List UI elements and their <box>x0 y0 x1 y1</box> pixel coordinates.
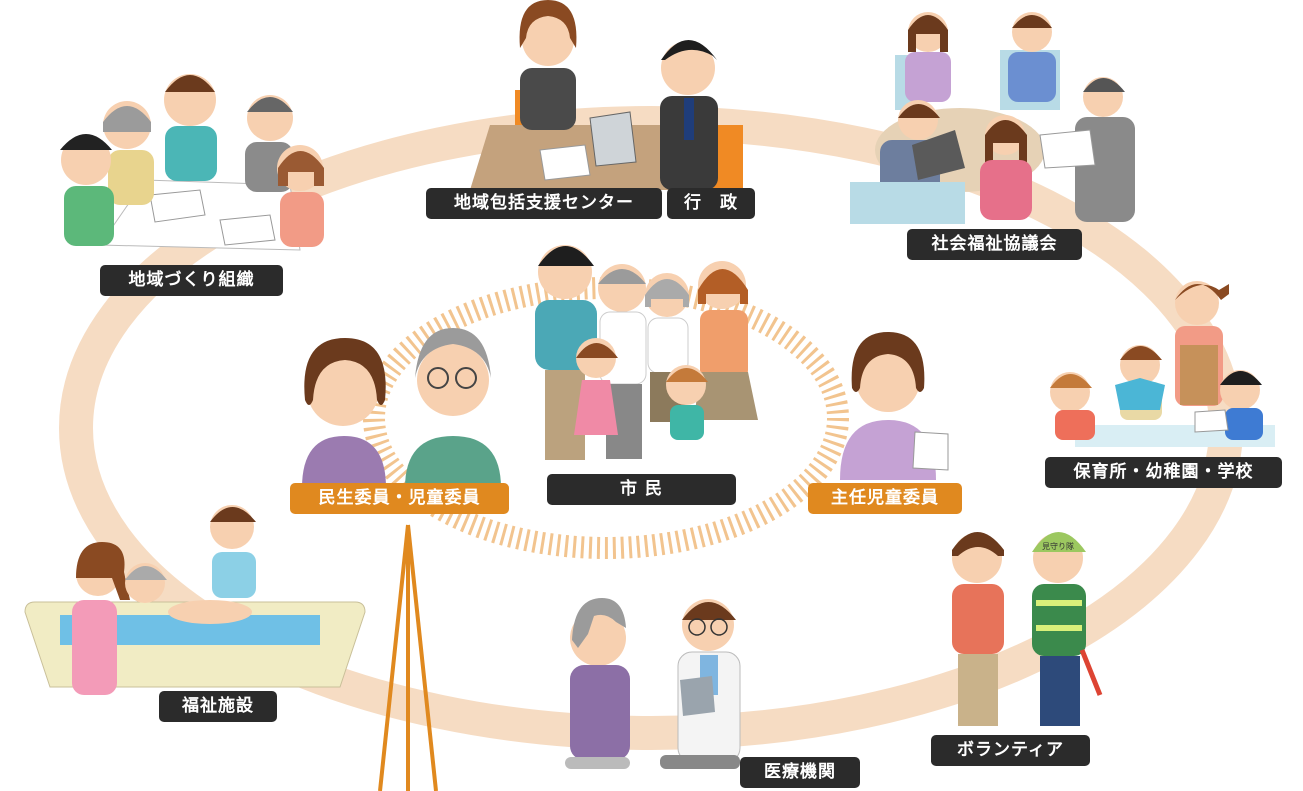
commissioners <box>302 328 501 488</box>
meeting-group <box>60 74 324 251</box>
label-center: 地域包括支援センター <box>426 188 662 219</box>
label-shimin: 市 民 <box>547 474 736 505</box>
label-minsei: 民生委員・児童委員 <box>290 483 509 514</box>
label-shakyo: 社会福祉協議会 <box>907 229 1082 260</box>
easel-legs <box>378 524 438 791</box>
nursery-scene <box>1050 281 1275 447</box>
care-bath <box>24 505 366 695</box>
volunteers: 見守り隊 <box>952 532 1103 726</box>
label-shunin: 主任児童委員 <box>808 483 962 514</box>
cap-text: 見守り隊 <box>1042 541 1074 551</box>
label-chiiki: 地域づくり組織 <box>100 265 283 296</box>
label-fukushi: 福祉施設 <box>159 691 277 722</box>
label-hoiku: 保育所・幼稚園・学校 <box>1045 457 1282 488</box>
chief-commissioner <box>840 332 949 480</box>
center-staff <box>470 0 743 190</box>
council-meeting <box>850 12 1135 224</box>
label-iryo: 医療機関 <box>740 757 860 788</box>
inner-dashed-ring <box>363 277 849 559</box>
doctor-visit <box>565 598 741 769</box>
family-group <box>535 245 758 460</box>
label-gov: 行 政 <box>667 188 755 219</box>
label-volunteer: ボランティア <box>931 735 1090 766</box>
